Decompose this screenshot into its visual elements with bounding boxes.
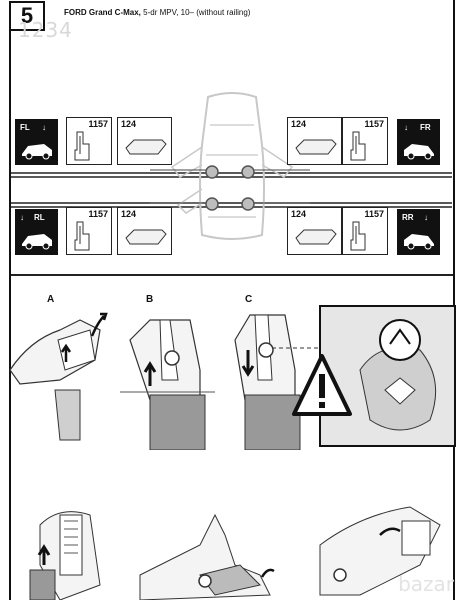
- illustration-bottom-1: [29, 511, 101, 600]
- foot-part-number: 1157: [88, 119, 108, 129]
- position-rr-label: RR: [402, 213, 414, 222]
- installation-illustrations: [9, 305, 456, 450]
- pad-part-number: 124: [291, 119, 307, 129]
- position-rl-label: RL: [34, 213, 45, 222]
- pad-icon: [125, 229, 167, 245]
- car-side-icon: [22, 144, 52, 160]
- pad-part-rl: 124: [117, 207, 172, 255]
- pad-part-fr: 124: [287, 117, 342, 165]
- foot-icon: [350, 131, 366, 161]
- pad-part-fl: 124: [117, 117, 172, 165]
- illustration-a: [9, 312, 108, 441]
- watermark-top: 1234: [18, 18, 73, 42]
- foot-part-rr: 1157: [342, 207, 388, 255]
- illustration-bottom-2: [139, 513, 275, 600]
- foot-icon: [74, 131, 90, 161]
- pad-part-rr: 124: [287, 207, 342, 255]
- foot-icon: [74, 221, 90, 251]
- illustration-b: [120, 319, 215, 450]
- watermark-bottom: bazar: [398, 572, 454, 596]
- arrow-down-icon: ↓: [20, 213, 24, 222]
- position-fr-label: FR: [420, 123, 431, 132]
- foot-part-fl: 1157: [66, 117, 112, 165]
- step-label-c: C: [245, 294, 253, 305]
- warning-icon: [292, 354, 352, 416]
- car-diagram: [11, 92, 452, 240]
- illustration-detail: [319, 305, 456, 447]
- title-model: FORD Grand C-Max,: [64, 8, 141, 17]
- position-fl-label: FL: [20, 123, 30, 132]
- foot-part-number: 1157: [364, 209, 384, 219]
- foot-part-number: 1157: [88, 209, 108, 219]
- step-number-box: 5: [9, 1, 45, 31]
- step-label-a: A: [47, 294, 55, 305]
- position-fr-icon: ↓ FR: [397, 119, 440, 165]
- pad-icon: [295, 139, 337, 155]
- car-side-icon: [404, 144, 434, 160]
- position-rr-icon: RR ↓: [397, 209, 440, 255]
- step-number: 5: [20, 3, 34, 28]
- foot-icon: [350, 221, 366, 251]
- car-side-icon: [22, 234, 52, 250]
- position-rl-icon: ↓ RL: [15, 209, 58, 255]
- foot-part-fr: 1157: [342, 117, 388, 165]
- position-fl-icon: FL ↓: [15, 119, 58, 165]
- pad-icon: [295, 229, 337, 245]
- foot-part-number: 1157: [364, 119, 384, 129]
- pad-icon: [125, 139, 167, 155]
- pad-part-number: 124: [121, 119, 137, 129]
- frame-left: [9, 31, 11, 600]
- frame-right: [453, 0, 455, 600]
- step-label-b: B: [146, 294, 154, 305]
- arrow-down-icon: ↓: [404, 123, 408, 132]
- pad-part-number: 124: [121, 209, 137, 219]
- pad-part-number: 124: [291, 209, 307, 219]
- title-details: 5-dr MPV, 10– (without railing): [143, 8, 251, 17]
- foot-part-rl: 1157: [66, 207, 112, 255]
- illustration-bottom-3: [319, 506, 441, 596]
- car-side-icon: [404, 234, 434, 250]
- arrow-down-icon: ↓: [42, 123, 46, 132]
- page-title: FORD Grand C-Max, 5-dr MPV, 10– (without…: [64, 8, 250, 17]
- bottom-illustrations: [29, 506, 441, 600]
- arrow-down-icon: ↓: [424, 213, 428, 222]
- section-divider: [11, 274, 453, 276]
